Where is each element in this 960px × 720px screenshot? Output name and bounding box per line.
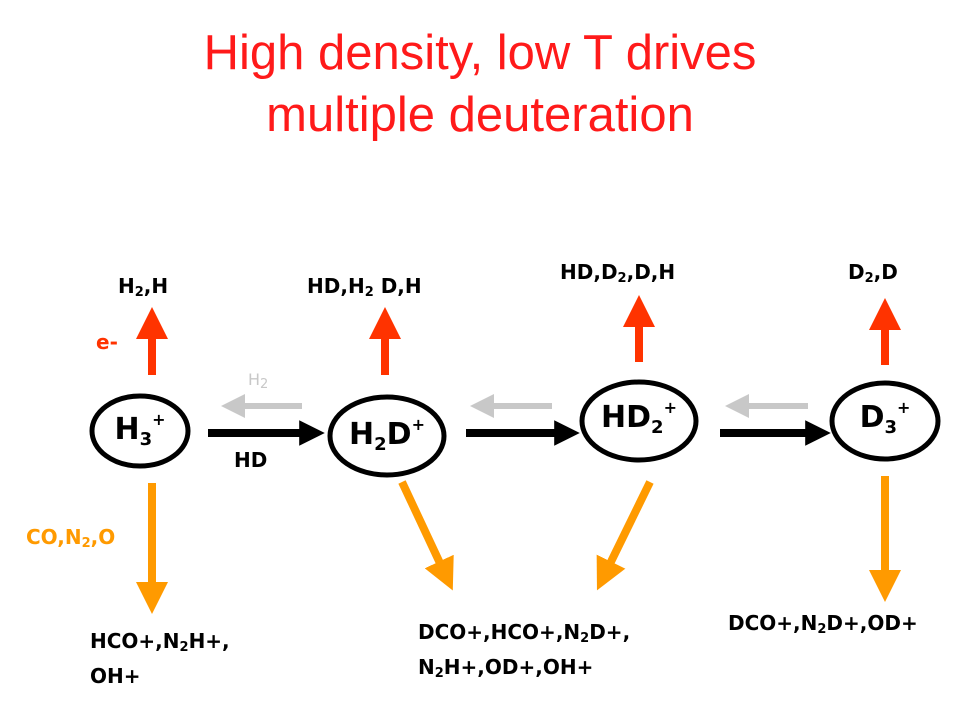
- h2d-ion-label: H2D+: [332, 415, 442, 455]
- h2d-co-arrow: [398, 480, 454, 591]
- ion-charge: +: [411, 415, 425, 434]
- product-line-2: OH+: [90, 664, 141, 688]
- ion-subscript: 3: [884, 417, 898, 438]
- hd2-co-arrow: [596, 480, 654, 591]
- product-line-1: DCO+,HCO+,N2D+,: [418, 620, 631, 646]
- page-title: High density, low T drives multiple deut…: [0, 22, 960, 146]
- h3-ion-label: H3+: [104, 410, 176, 450]
- ion-charge: +: [897, 398, 911, 417]
- co-reactants-label: CO,N2,O: [26, 525, 116, 551]
- middle-bottom-products: DCO+,HCO+,N2D+, N2H+,OD+,OH+: [418, 618, 630, 688]
- h3-top-products: H2,H: [118, 274, 169, 300]
- ion-base: HD: [601, 400, 652, 435]
- ion-base: D: [386, 417, 412, 452]
- ion-subscript: 2: [374, 434, 387, 455]
- hd2-ion-node: [579, 379, 699, 463]
- h2d-ion-node: [327, 394, 447, 478]
- ion-charge: +: [663, 398, 677, 417]
- ion-subscript: 2: [651, 417, 664, 438]
- title-line-2: multiple deuteration: [266, 88, 694, 142]
- ion-charge: +: [152, 410, 166, 429]
- ion-base: H: [114, 412, 140, 447]
- d3-bottom-products: DCO+,N2D+,OD+: [728, 611, 918, 637]
- title-line-1: High density, low T drives: [203, 26, 757, 80]
- h3-ion-node: [89, 393, 191, 469]
- ion-subscript: 3: [139, 429, 153, 450]
- reverse-reaction-label: H2: [248, 370, 269, 392]
- hd2-top-products: HD,D2,D,H: [560, 260, 676, 286]
- hd2-ion-label: HD2+: [584, 398, 694, 438]
- h3-bottom-products: HCO+,N2H+, OH+: [90, 627, 230, 690]
- d3-ion-label: D3+: [845, 398, 925, 438]
- product-line-2: N2H+,OD+,OH+: [418, 655, 594, 681]
- ion-base: D: [859, 400, 885, 435]
- d3-top-products: D2,D: [848, 260, 898, 286]
- electron-label: e-: [96, 330, 118, 354]
- h2d-top-products: HD,H2 D,H: [307, 274, 422, 300]
- ion-base: H: [349, 417, 375, 452]
- product-line-1: HCO+,N2H+,: [90, 629, 230, 655]
- d3-ion-node: [829, 380, 941, 462]
- forward-reaction-label: HD: [234, 448, 268, 472]
